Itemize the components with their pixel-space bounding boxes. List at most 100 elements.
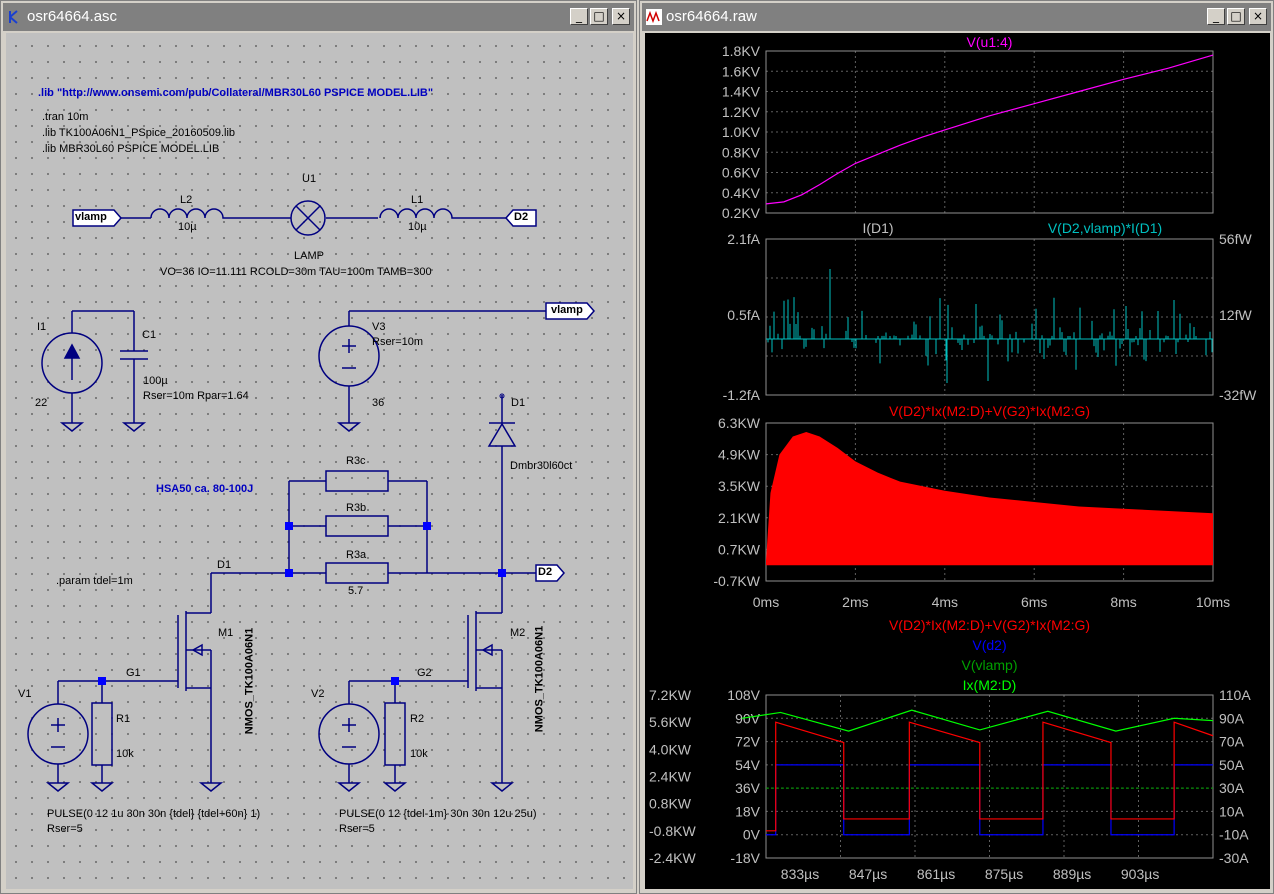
spice-directive-lib-mbr[interactable]: .lib MBR30L60 PSPICE MODEL.LIB (42, 143, 220, 155)
r3a-value[interactable]: 5.7 (348, 585, 364, 597)
hsa50-comment[interactable]: HSA50 ca. 80-100J (156, 483, 254, 495)
spice-directive-tran[interactable]: .tran 10m (42, 111, 89, 123)
g1-label: G1 (126, 667, 141, 679)
r2-name[interactable]: R2 (410, 713, 425, 725)
waveform-plots[interactable]: V(u1:4)0.2KV0.4KV0.6KV0.8KV1.0KV1.2KV1.4… (645, 33, 1270, 889)
m2-model[interactable]: NMOS_TK100A06N1 (533, 625, 546, 733)
pane1-y-tick: 1.6KV (722, 63, 761, 79)
pane2-trace-label-id1: I(D1) (862, 220, 893, 236)
pane4-y-right-tick: 30A (1219, 780, 1245, 796)
plot-frame (765, 50, 1214, 214)
i1-value[interactable]: 22 (35, 397, 48, 409)
r3a-name[interactable]: R3a (346, 549, 367, 561)
pane4-power-trace (765, 721, 1214, 832)
waveform-titlebar[interactable]: osr64664.raw _ □ × (642, 3, 1271, 31)
d1-name[interactable]: D1 (511, 397, 526, 409)
pane4-y-left2-tick: 54V (735, 757, 761, 773)
d1-model[interactable]: Dmbr30l60ct (510, 460, 573, 472)
schematic-canvas[interactable]: .lib "http://www.onsemi.com/pub/Collater… (6, 33, 633, 889)
r1-value[interactable]: 10k (116, 748, 134, 760)
u1-name[interactable]: U1 (302, 173, 317, 185)
r3c-name[interactable]: R3c (346, 455, 366, 467)
pane4-y-left2-tick: 72V (735, 734, 761, 750)
v2-params[interactable]: Rser=5 (339, 823, 375, 835)
u1-params[interactable]: VO=36 IO=11.111 RCOLD=30m TAU=100m TAMB=… (160, 266, 432, 278)
schematic-titlebar[interactable]: osr64664.asc _ □ × (3, 3, 634, 31)
maximize-button[interactable]: □ (1227, 8, 1245, 25)
v3-value[interactable]: 36 (372, 397, 385, 409)
l1-value[interactable]: 10µ (408, 221, 427, 233)
r1-name[interactable]: R1 (116, 713, 131, 725)
l2-value[interactable]: 10µ (178, 221, 197, 233)
r3b-name[interactable]: R3b (346, 502, 367, 514)
pane4-y-right-tick: -30A (1219, 850, 1249, 866)
v2-name[interactable]: V2 (311, 688, 325, 700)
r2-value[interactable]: 10k (410, 748, 428, 760)
pane1-y-tick: 1.8KV (722, 43, 761, 59)
l2-name[interactable]: L2 (180, 194, 193, 206)
pane1-y-tick: 1.4KV (722, 84, 761, 100)
pane4-x-tick: 861µs (917, 866, 955, 882)
pane4-y-right-tick: 110A (1219, 687, 1251, 703)
pane4-x-tick: 833µs (781, 866, 819, 882)
pane2-y-right-tick: -32fW (1219, 387, 1257, 403)
i1-name[interactable]: I1 (37, 321, 47, 333)
c1-name[interactable]: C1 (142, 329, 157, 341)
pane1-vu1-trace (765, 54, 1214, 205)
pane4-y-left2-tick: 108V (727, 687, 760, 703)
pane2-y-right-tick: 56fW (1219, 231, 1252, 247)
pane4-y-left1-tick: -2.4KW (649, 850, 696, 866)
pane3-y-tick: 6.3KW (718, 415, 761, 431)
pane3-y-tick: 4.9KW (718, 447, 761, 463)
v1-name[interactable]: V1 (18, 688, 32, 700)
pane4-y-left1-tick: 5.6KW (649, 714, 692, 730)
pane4-y-left1-tick: 2.4KW (649, 769, 692, 785)
pane3-y-tick: -0.7KW (713, 573, 760, 589)
pane3-x-tick: 6ms (1021, 594, 1047, 610)
u1-type[interactable]: LAMP (294, 250, 324, 262)
d1-net-label: D1 (217, 559, 232, 571)
vlamp-label-left: vlamp (75, 211, 107, 223)
pane4-trace-label-1: V(d2) (972, 637, 1006, 653)
v1-params[interactable]: Rser=5 (47, 823, 83, 835)
spice-directive-lib-tk100[interactable]: .lib TK100A06N1_PSpice_20160509.lib (42, 127, 236, 139)
v3-params[interactable]: Rser=10m (372, 336, 424, 348)
maximize-button[interactable]: □ (590, 8, 608, 25)
pane2-y-left-tick: -1.2fA (723, 387, 761, 403)
pane4-y-left2-tick: -18V (730, 850, 760, 866)
pane3-y-tick: 2.1KW (718, 510, 761, 526)
pane2-y-left-tick: 0.5fA (727, 307, 760, 323)
c1-value[interactable]: 100µ (143, 375, 168, 387)
spice-directive-lib-url[interactable]: .lib "http://www.onsemi.com/pub/Collater… (38, 87, 434, 99)
c1-params[interactable]: Rser=10m Rpar=1.64 (143, 390, 249, 402)
v2-value[interactable]: PULSE(0 12 {tdel-1m} 30n 30n 12u 25u) (339, 808, 537, 820)
close-button[interactable]: × (1249, 8, 1267, 25)
pane1-y-tick: 1.0KV (722, 124, 761, 140)
l1-name[interactable]: L1 (411, 194, 424, 206)
pane4-y-left2-tick: 0V (743, 827, 761, 843)
pane2-trace-label-power: V(D2,vlamp)*I(D1) (1048, 220, 1162, 236)
d2-flag-mid (535, 564, 565, 582)
pane3-y-tick: 0.7KW (718, 541, 761, 557)
schematic-drawing[interactable] (6, 33, 633, 889)
schematic-icon (9, 10, 18, 24)
minimize-button[interactable]: _ (570, 8, 588, 25)
m1-name[interactable]: M1 (218, 627, 234, 639)
m1-model[interactable]: NMOS_TK100A06N1 (243, 627, 256, 735)
pane4-y-right-tick: 70A (1219, 734, 1245, 750)
v1-value[interactable]: PULSE(0 12 1u 30n 30n {tdel} {tdel+60n} … (47, 808, 261, 820)
d2-label-mid: D2 (538, 566, 553, 578)
v3-name[interactable]: V3 (372, 321, 386, 333)
m2-name[interactable]: M2 (510, 627, 526, 639)
param-directive[interactable]: .param tdel=1m (56, 575, 133, 587)
close-button[interactable]: × (612, 8, 630, 25)
pane4-y-right-tick: 50A (1219, 757, 1245, 773)
pane3-x-tick: 10ms (1196, 594, 1230, 610)
g2-label: G2 (417, 667, 432, 679)
pane1-y-tick: 0.2KV (722, 205, 761, 221)
pane3-x-tick: 0ms (753, 594, 779, 610)
plot-frame (765, 238, 1214, 396)
minimize-button[interactable]: _ (1207, 8, 1225, 25)
